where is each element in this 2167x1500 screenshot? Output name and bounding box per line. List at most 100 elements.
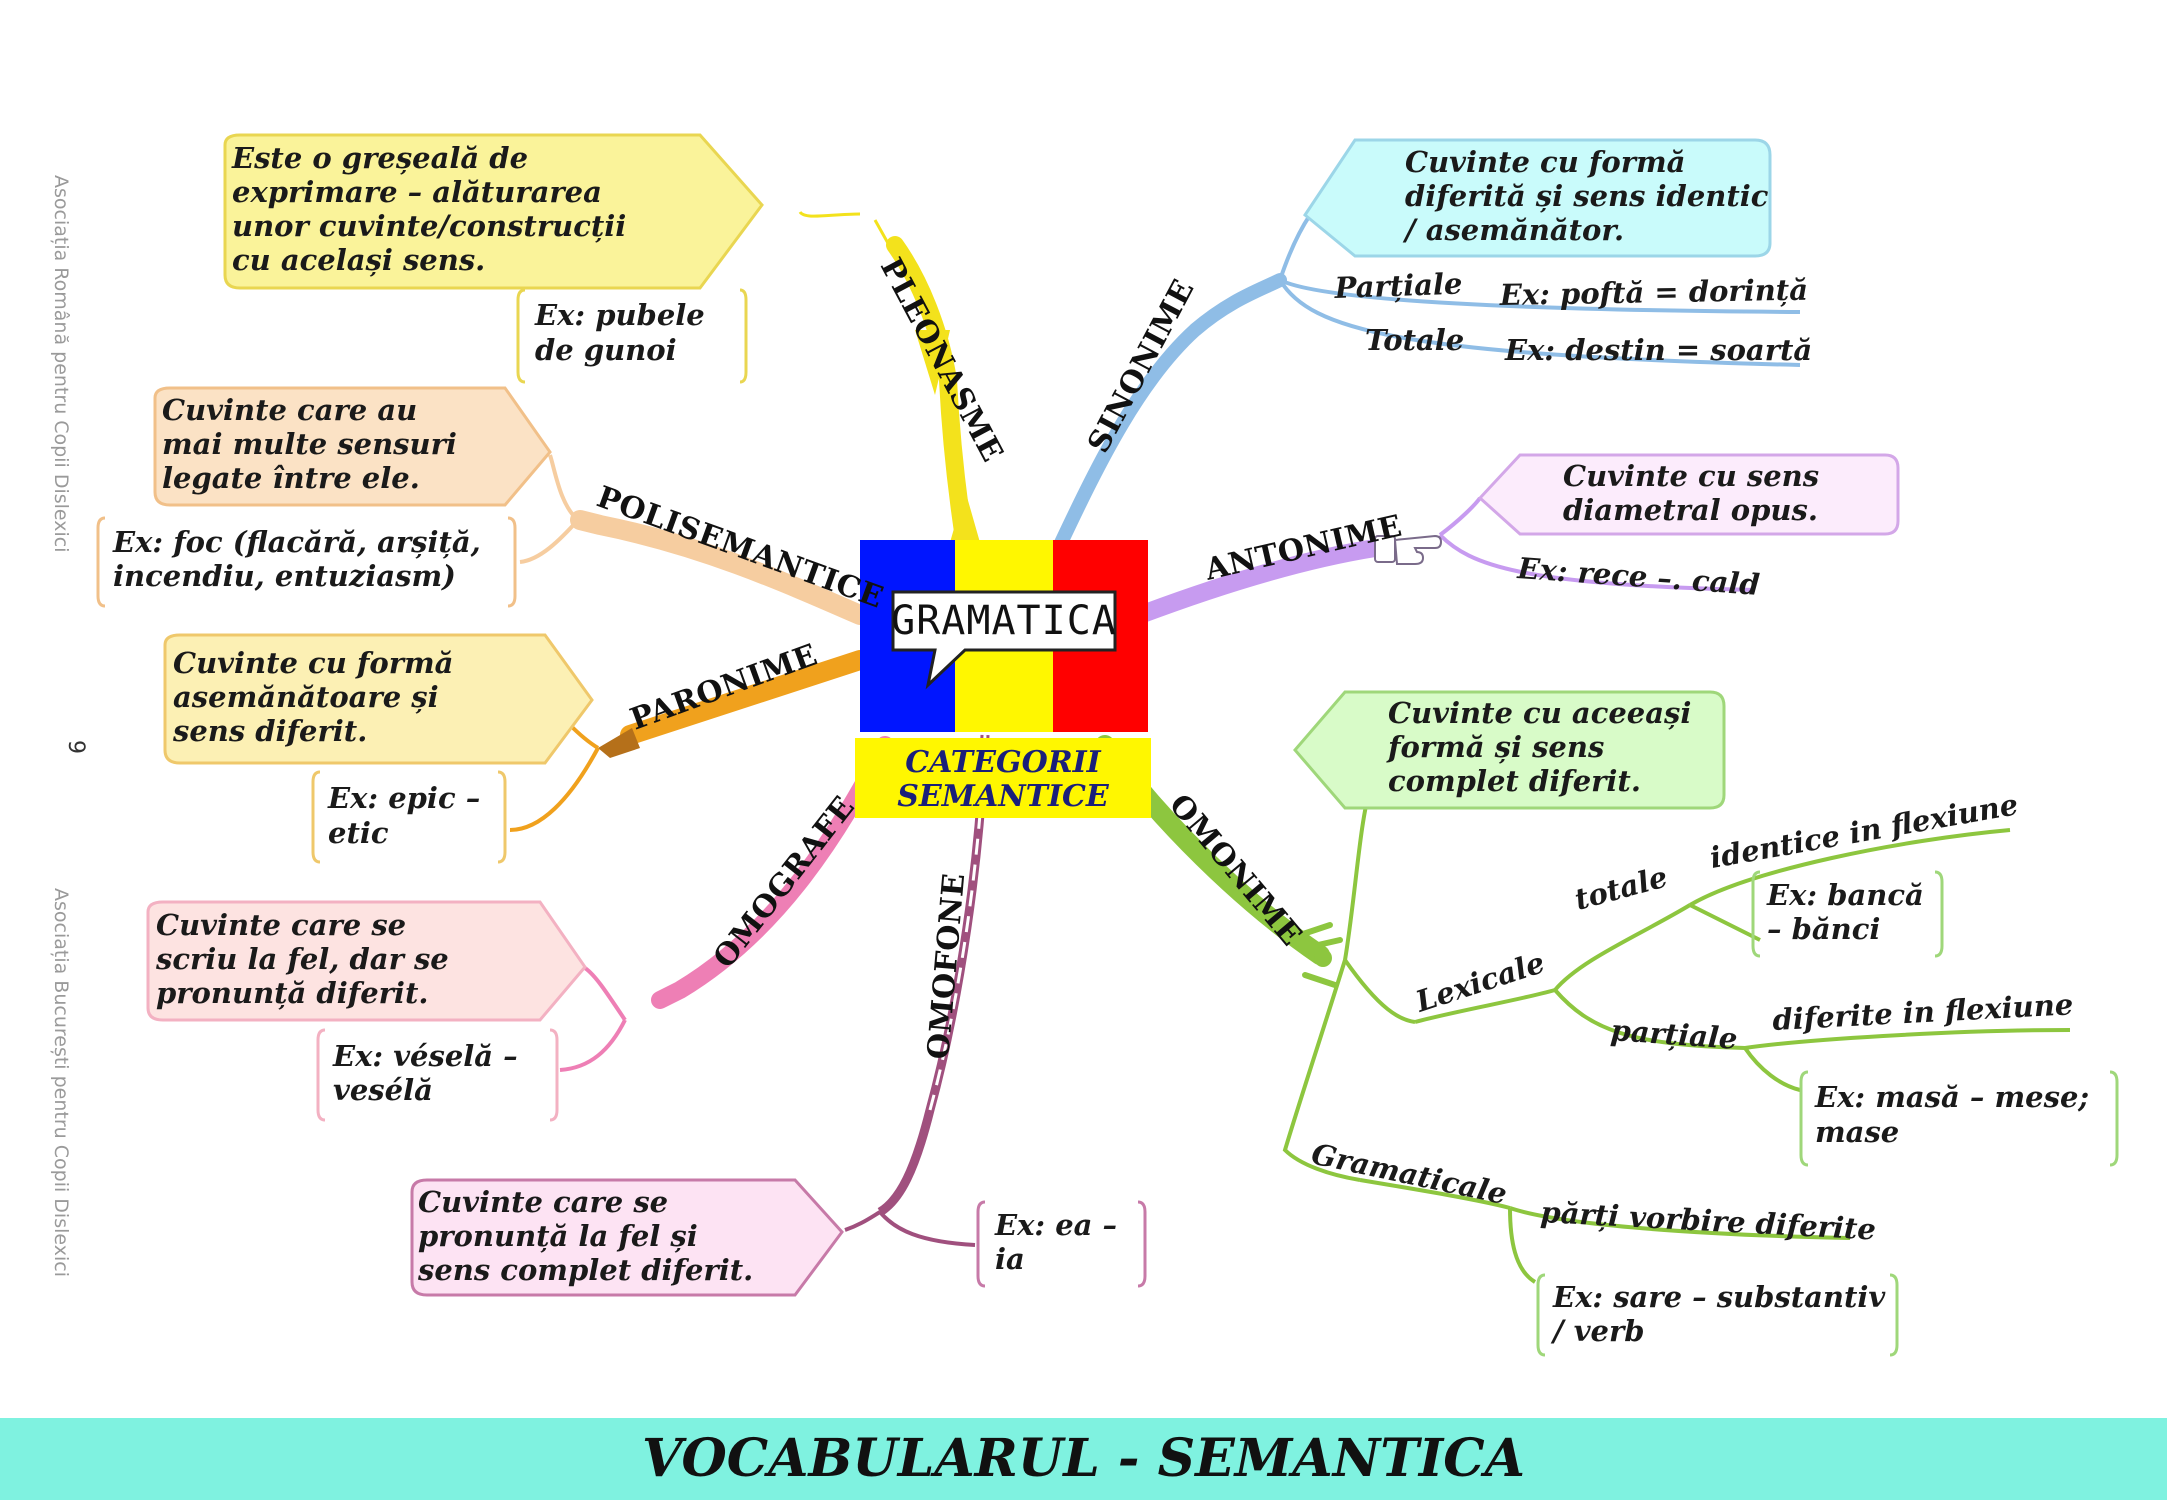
svg-text:diferită și sens identic: diferită și sens identic	[1405, 179, 1769, 213]
omografe-definition: Cuvinte care se scriu la fel, dar se pro…	[155, 908, 449, 1010]
pleonasme-label: PLEONASME	[873, 252, 1010, 468]
center-subtitle-line2: SEMANTICE	[897, 779, 1110, 814]
omonime-parti-vorbire-label: părți vorbire diferite	[1540, 1195, 1877, 1247]
polisemantice-example-bracket	[96, 516, 517, 608]
svg-text:vesélă: vesélă	[333, 1073, 433, 1107]
svg-text:diametral opus.: diametral opus.	[1563, 493, 1818, 527]
svg-text:Ex: foc (flacără, arșiță,: Ex: foc (flacără, arșiță,	[112, 525, 481, 559]
center-node: GRAMATICA CATEGORII SEMANTICE	[855, 540, 1151, 818]
svg-text:Ex: pubele: Ex: pubele	[534, 298, 705, 332]
paronime-branch	[598, 650, 870, 758]
svg-text:complet diferit.: complet diferit.	[1388, 764, 1641, 798]
polisemantice-definition: Cuvinte care au mai multe sensuri legate…	[162, 393, 457, 495]
svg-text:exprimare – alăturarea: exprimare – alăturarea	[232, 175, 602, 209]
svg-text:sens diferit.: sens diferit.	[172, 714, 367, 748]
svg-text:pronunță la fel și: pronunță la fel și	[418, 1219, 698, 1253]
paronime-definition-bubble	[163, 633, 594, 765]
omonime-gramaticale-example-bracket	[1536, 1273, 1899, 1357]
svg-text:Cuvinte cu sens: Cuvinte cu sens	[1563, 459, 1819, 493]
svg-text:Cuvinte cu formă: Cuvinte cu formă	[1405, 145, 1685, 179]
omonime-gramaticale-label: Gramaticale	[1309, 1137, 1510, 1212]
omonime-totale-label: totale	[1571, 859, 1671, 916]
omofone-example-bracket	[976, 1200, 1147, 1288]
svg-text:Cuvinte cu formă: Cuvinte cu formă	[173, 646, 453, 680]
antonime-definition-bubble	[1477, 453, 1900, 536]
svg-text:Cuvinte cu aceeași: Cuvinte cu aceeași	[1388, 696, 1691, 730]
sinonime-definition-bubble	[1302, 138, 1772, 258]
omofone-example: Ex: ea – ia	[994, 1208, 1117, 1276]
paronime-example-bracket	[311, 770, 507, 864]
svg-text:mai multe sensuri: mai multe sensuri	[162, 427, 457, 461]
svg-text:sens complet diferit.: sens complet diferit.	[417, 1253, 753, 1287]
antonime-definition: Cuvinte cu sens diametral opus.	[1563, 459, 1819, 527]
omofone-branch	[877, 734, 990, 1216]
antonime-example: Ex: rece –. cald	[1516, 551, 1761, 602]
omofone-connectors	[844, 1210, 976, 1247]
antonime-connectors	[1438, 496, 1756, 592]
sinonime-definition: Cuvinte cu formă diferită și sens identi…	[1402, 145, 1769, 247]
pleonasme-definition: Este o greșeală de exprimare – alăturare…	[231, 141, 626, 277]
pleonasme-example: Ex: pubele de gunoi	[534, 298, 705, 367]
omofone-definition: Cuvinte care se pronunță la fel și sens …	[417, 1185, 753, 1287]
sinonime-partiale-label: Parțiale	[1333, 267, 1463, 305]
omografe-example-bracket	[316, 1028, 559, 1122]
omonime-totale-example-line1: Ex: bancă	[1766, 878, 1924, 912]
center-subtitle-box	[855, 738, 1151, 818]
svg-text:cu același sens.: cu același sens.	[232, 243, 485, 277]
footer-title: VOCABULARUL - SEMANTICA	[642, 1428, 1525, 1489]
antonime-branch	[1131, 539, 1384, 624]
svg-text:Ex: ea –: Ex: ea –	[994, 1208, 1117, 1242]
svg-text:Ex: véselă –: Ex: véselă –	[332, 1039, 518, 1073]
omonime-partiale-example-bracket	[1799, 1070, 2119, 1167]
omonime-partiale-example-line2: mase	[1815, 1115, 1899, 1149]
omografe-definition-bubble	[146, 900, 587, 1022]
svg-text:incendiu, entuziasm): incendiu, entuziasm)	[113, 559, 456, 593]
sinonime-branch	[1053, 273, 1287, 552]
paronime-example: Ex: epic – etic	[327, 781, 480, 850]
polisemantice-definition-bubble	[153, 386, 552, 507]
omonime-identice-label: identice in flexiune	[1707, 787, 2020, 875]
omonime-definition-bubble	[1293, 690, 1726, 810]
svg-text:de gunoi: de gunoi	[535, 333, 677, 367]
polisemantice-example: Ex: foc (flacără, arșiță, incendiu, entu…	[112, 525, 481, 593]
omonime-partiale-example-line1: Ex: masă – mese;	[1814, 1080, 2089, 1114]
polisemantice-connectors	[519, 454, 580, 564]
svg-text:pronunță diferit.: pronunță diferit.	[156, 976, 428, 1010]
footer-bar: VOCABULARUL - SEMANTICA	[0, 1418, 2167, 1500]
center-title: GRAMATICA	[891, 598, 1117, 644]
pleonasme-example-bracket	[516, 288, 748, 384]
omonime-gramaticale-example-line2: / verb	[1550, 1314, 1645, 1348]
omonime-label: OMONIME	[1162, 788, 1309, 953]
svg-text:asemănătoare și: asemănătoare și	[173, 680, 439, 714]
polisemantice-branch	[570, 510, 870, 625]
svg-text:unor cuvinte/construcții: unor cuvinte/construcții	[232, 209, 626, 243]
omonime-totale-example-line2: – bănci	[1767, 912, 1880, 946]
paronime-definition: Cuvinte cu formă asemănătoare și sens di…	[172, 646, 453, 748]
sinonime-connectors	[1278, 213, 1801, 367]
sinonime-partiale-example: Ex: poftă = dorință	[1499, 273, 1809, 312]
svg-text:Cuvinte care au: Cuvinte care au	[162, 393, 417, 427]
omonime-definition: Cuvinte cu aceeași formă și sens complet…	[1386, 696, 1691, 798]
sinonime-totale-example: Ex: destin = soartă	[1504, 333, 1812, 367]
svg-text:/ asemănător.: / asemănător.	[1402, 213, 1624, 247]
speech-bubble-icon	[891, 590, 1117, 690]
svg-text:Cuvinte care se: Cuvinte care se	[418, 1185, 668, 1219]
svg-text:formă și sens: formă și sens	[1386, 730, 1604, 764]
sinonime-totale-label: Totale	[1365, 323, 1464, 357]
omonime-partiale-label: parțiale	[1610, 1013, 1739, 1056]
omografe-example: Ex: véselă – vesélă	[332, 1039, 518, 1107]
svg-text:Cuvinte care se: Cuvinte care se	[156, 908, 406, 942]
center-subtitle-line1: CATEGORII	[905, 745, 1101, 780]
svg-text:scriu la fel, dar se: scriu la fel, dar se	[155, 942, 449, 976]
antonime-label: ANTONIME	[1201, 509, 1405, 588]
svg-text:legate între ele.: legate între ele.	[162, 461, 420, 495]
svg-text:etic: etic	[328, 816, 389, 850]
omonime-gramaticale-example-line1: Ex: sare – substantiv	[1552, 1280, 1886, 1314]
polisemantice-label: POLISEMANTICE	[592, 480, 888, 616]
omonime-totale-example-bracket	[1751, 870, 1944, 958]
sinonime-label: SINONIME	[1081, 274, 1201, 459]
omografe-connectors	[559, 966, 627, 1072]
pointing-hand-icon	[1374, 534, 1443, 565]
omofone-definition-bubble	[410, 1178, 844, 1297]
